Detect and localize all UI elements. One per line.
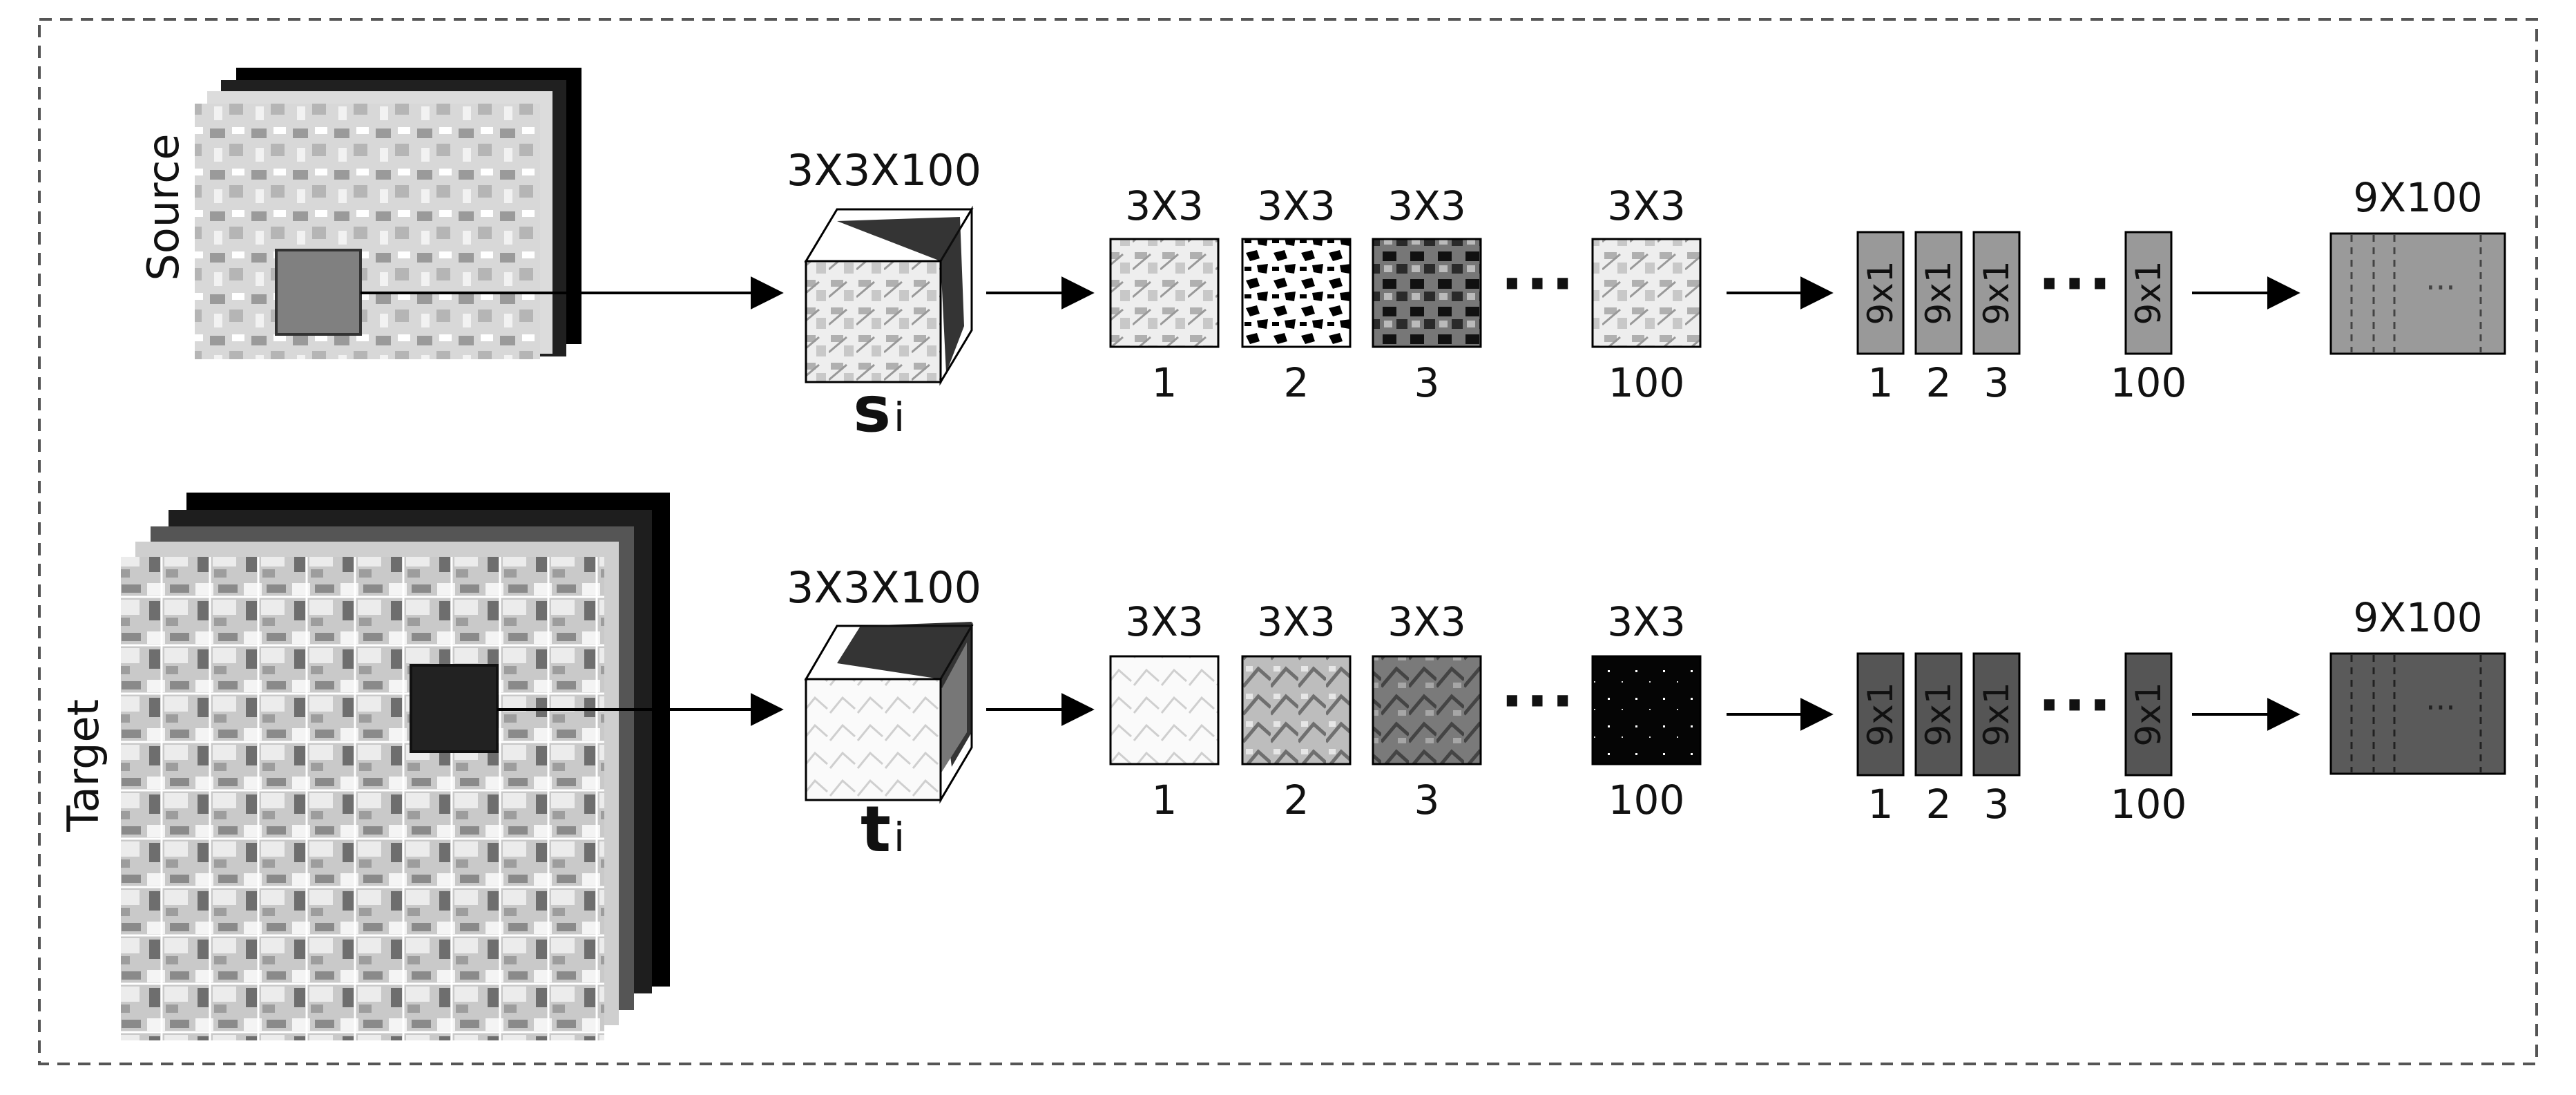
source-vector-1-index: 1 — [1868, 359, 1894, 406]
target-vector-1-label: 9x1 — [1861, 682, 1901, 746]
source-cube-dim-label: 3X3X100 — [787, 145, 981, 196]
source-band-3-index: 3 — [1414, 359, 1440, 406]
source-image-stack — [195, 68, 581, 359]
target-vector-100-label: 9x1 — [2128, 682, 2169, 746]
target-cube — [804, 622, 974, 804]
source-patch — [275, 249, 362, 336]
source-vector-2-index: 2 — [1926, 359, 1952, 406]
source-band-1-size: 3X3 — [1125, 182, 1204, 229]
source-vector-1 — [1856, 231, 1905, 355]
target-image-stack — [121, 493, 670, 1040]
target-matrix-ellipsis: ··· — [2425, 689, 2456, 726]
source-vector-3 — [1972, 231, 2021, 355]
source-vector-100-label: 9x1 — [2128, 260, 2169, 325]
target-vector-2 — [1914, 652, 1963, 777]
target-band-1 — [1109, 655, 1220, 765]
target-vector-100-index: 100 — [2111, 781, 2187, 828]
target-symbol-sub: i — [894, 814, 905, 861]
source-matrix — [2329, 232, 2506, 355]
source-band-100-index: 100 — [1608, 359, 1685, 406]
source-matrix-label: 9X100 — [2353, 174, 2482, 221]
target-vector-2-index: 2 — [1926, 781, 1952, 828]
source-band-100 — [1591, 238, 1702, 348]
source-band-ellipsis: ··· — [1501, 249, 1577, 318]
source-vector-2-label: 9x1 — [1919, 260, 1959, 325]
source-band-1 — [1109, 238, 1220, 348]
source-cube — [804, 205, 974, 386]
source-vector-3-label: 9x1 — [1977, 260, 2017, 325]
source-symbol-sub: i — [894, 394, 905, 441]
target-cube-dim-label: 3X3X100 — [787, 562, 981, 613]
target-band-100-index: 100 — [1608, 777, 1685, 823]
target-band-ellipsis: ··· — [1501, 667, 1577, 736]
source-matrix-ellipsis: ··· — [2425, 269, 2456, 306]
target-symbol: t — [861, 792, 891, 866]
target-band-100-size: 3X3 — [1607, 598, 1686, 645]
target-patch — [410, 664, 499, 753]
target-vector-2-label: 9x1 — [1919, 682, 1959, 746]
target-row: Target 3X3X100 t i 3X3 1 3X3 2 3X3 3 — [58, 493, 2506, 1040]
source-label: Source — [138, 134, 189, 281]
target-band-1-index: 1 — [1152, 777, 1178, 823]
target-label: Target — [58, 699, 108, 832]
target-band-3 — [1372, 655, 1482, 765]
source-band-2-index: 2 — [1284, 359, 1309, 406]
outer-frame — [38, 18, 2538, 1065]
target-band-100 — [1591, 655, 1702, 765]
target-band-2-index: 2 — [1284, 777, 1309, 823]
source-vector-1-label: 9x1 — [1861, 260, 1901, 325]
source-vector-100 — [2124, 231, 2173, 355]
source-symbol: s — [853, 372, 891, 446]
source-vector-ellipsis: ··· — [2038, 249, 2114, 318]
target-vector-100 — [2124, 652, 2173, 777]
target-vector-1 — [1856, 652, 1905, 777]
source-vector-2 — [1914, 231, 1963, 355]
source-band-2-size: 3X3 — [1257, 182, 1336, 229]
source-band-3-size: 3X3 — [1387, 182, 1466, 229]
source-band-3 — [1372, 238, 1482, 348]
target-matrix-label: 9X100 — [2353, 594, 2482, 641]
source-row: Source 3X3X100 s i 3X3 1 3X3 2 3X3 — [138, 68, 2506, 446]
target-band-1-size: 3X3 — [1125, 598, 1204, 645]
source-band-2 — [1241, 238, 1352, 348]
target-vector-1-index: 1 — [1868, 781, 1894, 828]
source-vector-3-index: 3 — [1984, 359, 2010, 406]
target-band-3-index: 3 — [1414, 777, 1440, 823]
target-vector-3-index: 3 — [1984, 781, 2010, 828]
target-matrix — [2329, 652, 2506, 775]
source-band-100-size: 3X3 — [1607, 182, 1686, 229]
target-band-2-size: 3X3 — [1257, 598, 1336, 645]
source-band-1-index: 1 — [1152, 359, 1178, 406]
target-vector-3-label: 9x1 — [1977, 682, 2017, 746]
target-band-3-size: 3X3 — [1387, 598, 1466, 645]
target-band-2 — [1241, 655, 1352, 765]
source-vector-100-index: 100 — [2111, 359, 2187, 406]
target-vector-3 — [1972, 652, 2021, 777]
target-vector-ellipsis: ··· — [2038, 671, 2114, 740]
